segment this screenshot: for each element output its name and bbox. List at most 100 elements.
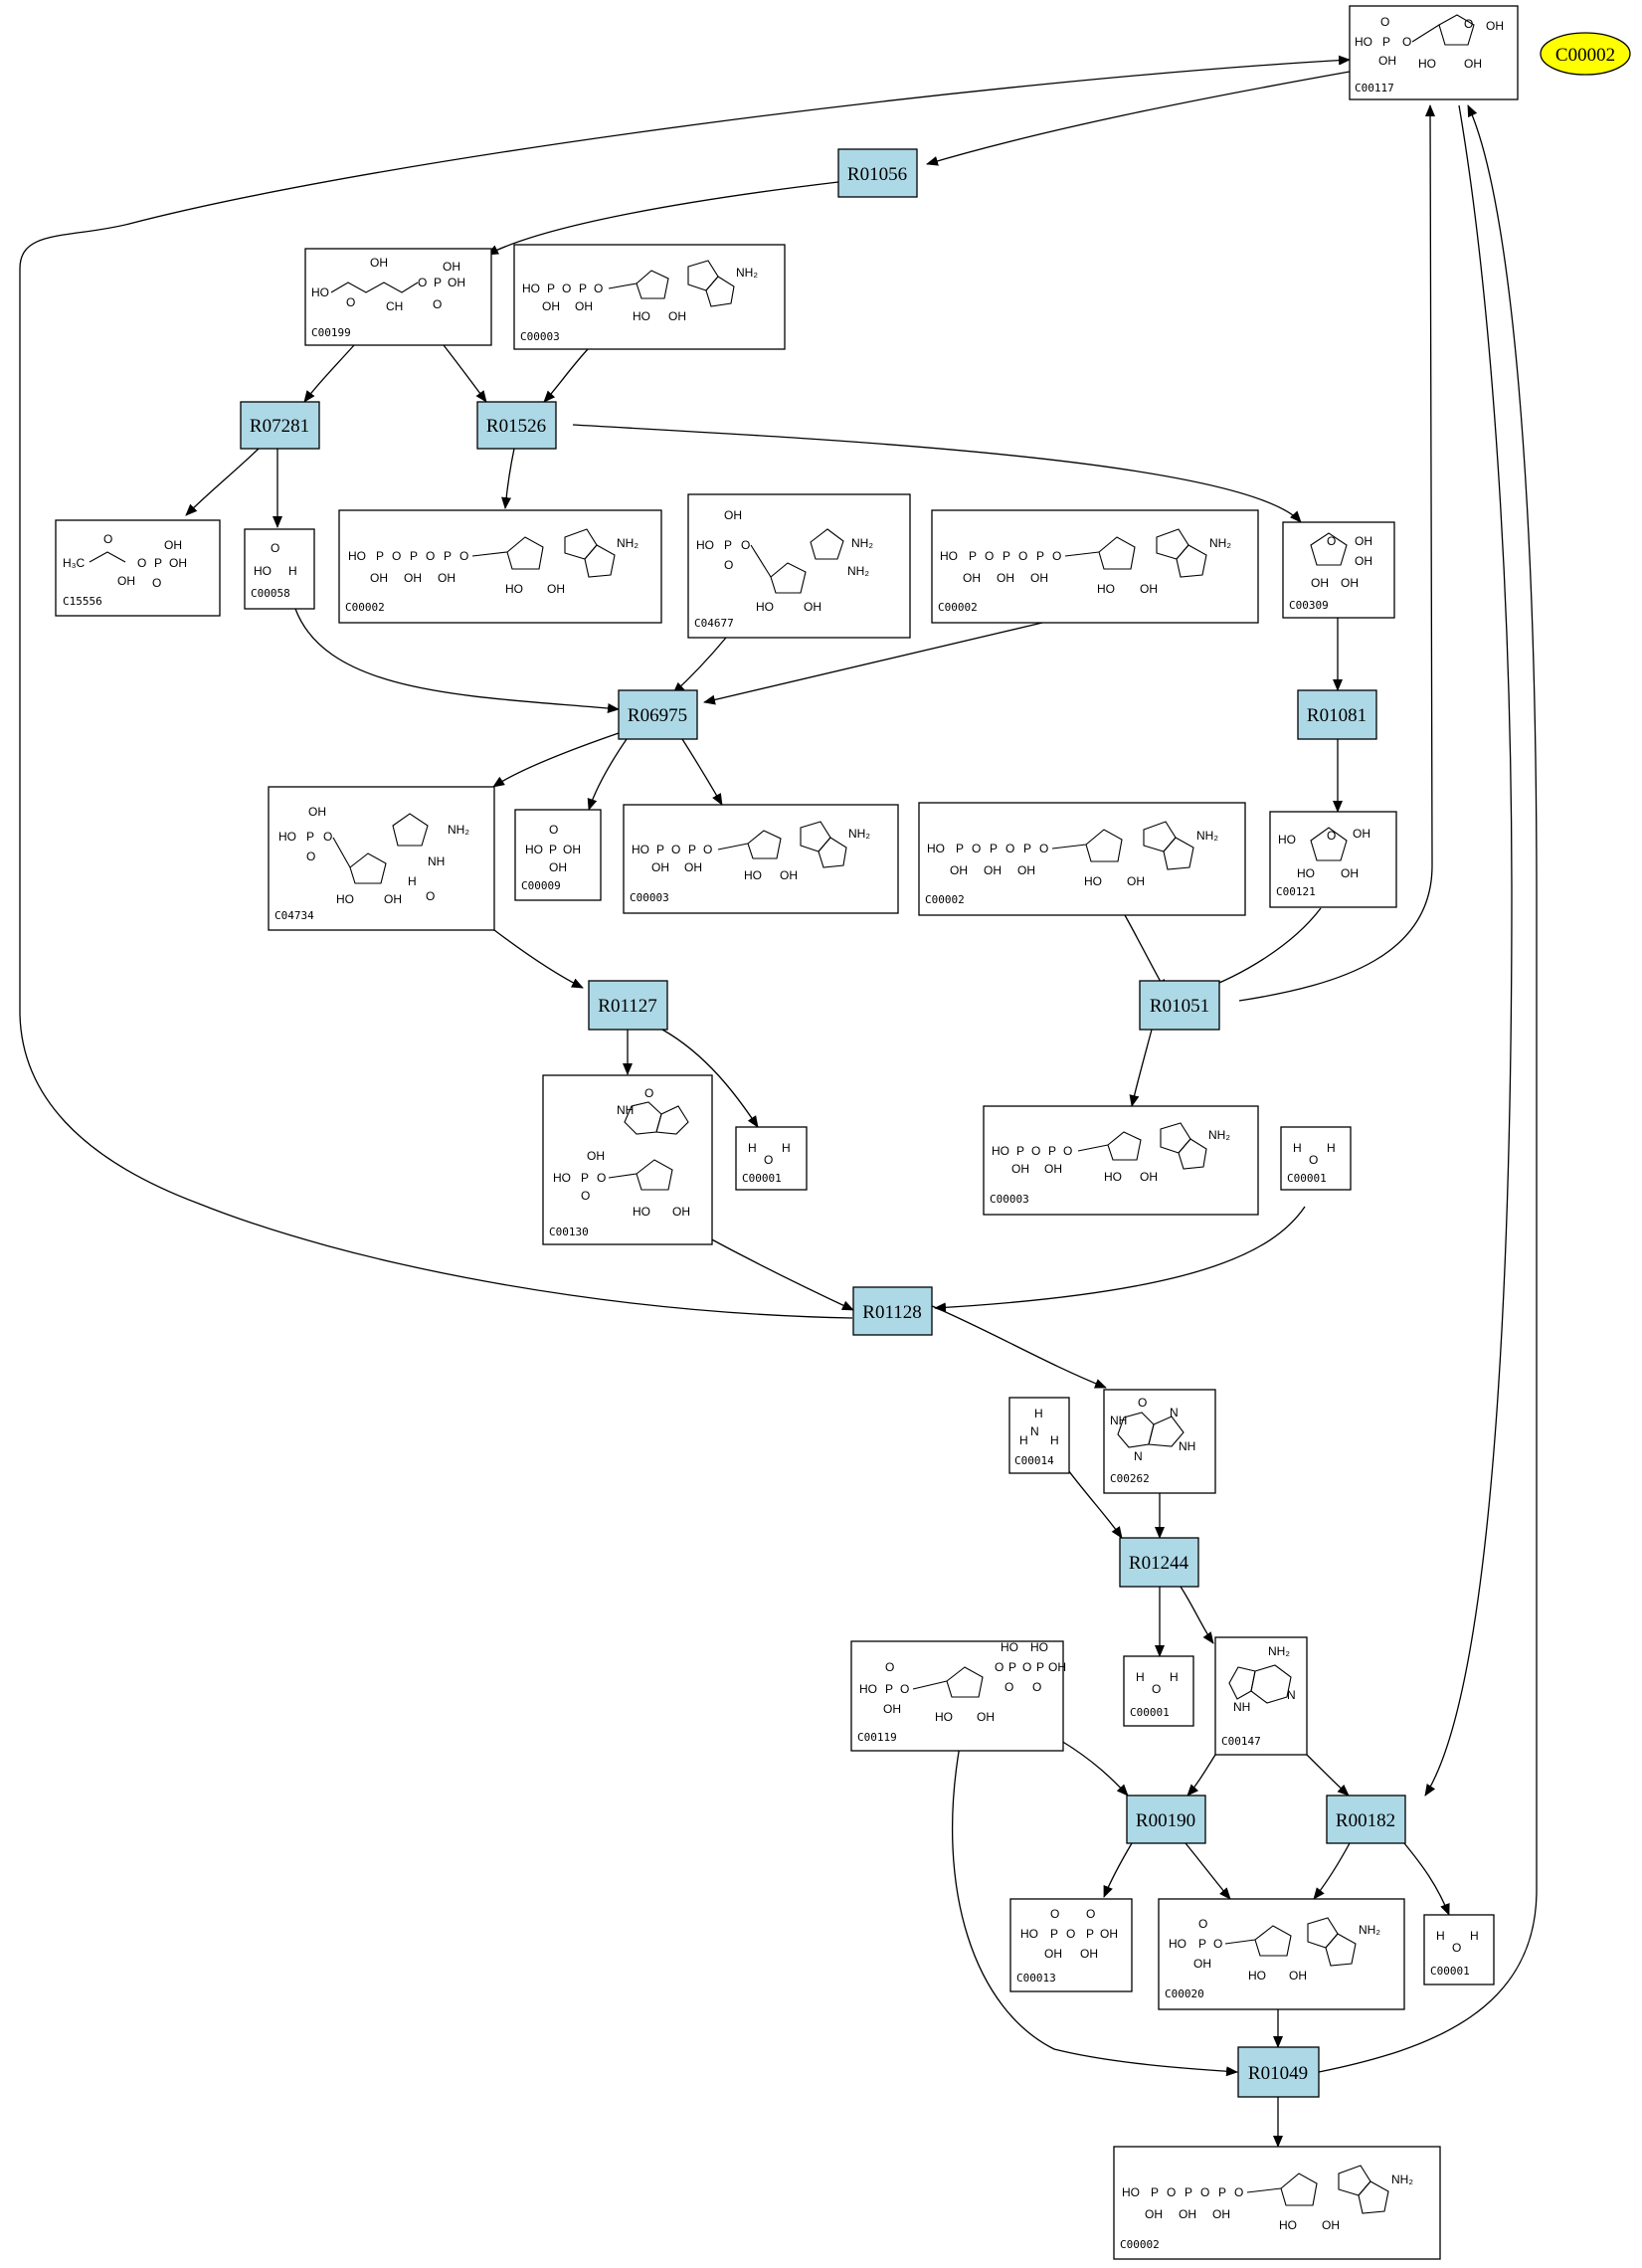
compound-c00262[interactable]: O NH N NH N C00262 xyxy=(1103,1389,1216,1494)
compound-c00003[interactable]: HO P O P O OH OH HO OH NH₂ C00003 xyxy=(623,804,899,914)
reaction-r01526[interactable]: R01526 xyxy=(476,401,557,450)
compound-c00119[interactable]: O HO P O OH HO OH O P O P OH HO HO O O C… xyxy=(850,1640,1066,1752)
svg-text:HO: HO xyxy=(1104,1170,1122,1184)
svg-text:C00003: C00003 xyxy=(520,330,560,343)
compound-c00001[interactable]: H O H C00001 xyxy=(1280,1126,1352,1191)
reaction-r00190[interactable]: R00190 xyxy=(1126,1795,1206,1844)
svg-text:O: O xyxy=(900,1682,909,1696)
edge xyxy=(703,622,1043,705)
svg-text:OH: OH xyxy=(1353,827,1370,841)
edge xyxy=(303,344,355,403)
svg-text:O: O xyxy=(1327,829,1336,843)
svg-text:C00262: C00262 xyxy=(1110,1472,1150,1485)
structure-drawing: H O H xyxy=(748,1141,791,1167)
svg-text:O: O xyxy=(1052,549,1061,563)
svg-text:O: O xyxy=(392,549,401,563)
svg-text:C00309: C00309 xyxy=(1289,599,1329,612)
highlight-compound-c00002[interactable]: C00002 xyxy=(1540,32,1631,76)
svg-text:HO: HO xyxy=(1097,582,1115,596)
compound-c00002[interactable]: HO P O P O P O OH OH OH HO OH NH₂ C00002 xyxy=(918,802,1246,916)
svg-text:O: O xyxy=(1380,15,1389,29)
svg-text:OH: OH xyxy=(1179,2207,1196,2221)
compound-c04734[interactable]: OH HO P O O HO OH NH₂ NH H O C04734 xyxy=(268,786,495,931)
compound-c00014[interactable]: H N H H C00014 xyxy=(1008,1397,1070,1474)
compound-c15556[interactable]: H₃C O OH O P OH OH O C15556 xyxy=(55,519,221,617)
compound-c00002[interactable]: HO P O P O P O OH OH OH HO OH NH₂ C00002 xyxy=(338,509,662,624)
compound-c00199[interactable]: HO OH O CH O P OH OH O C00199 xyxy=(304,248,492,346)
compound-c00309[interactable]: O OH OH OH OH C00309 xyxy=(1282,521,1395,619)
reaction-r01128[interactable]: R01128 xyxy=(852,1286,933,1336)
edge xyxy=(1313,1842,1351,1900)
svg-text:HO: HO xyxy=(1001,1640,1018,1654)
svg-text:O: O xyxy=(1234,2185,1243,2199)
compound-c00002[interactable]: HO P O P O P O OH OH OH HO OH NH₂ C00002 xyxy=(931,509,1259,624)
svg-text:O: O xyxy=(1022,1660,1031,1674)
structure-drawing: HO P O P O P O OH OH OH HO OH NH₂ xyxy=(940,528,1231,596)
reaction-r01244[interactable]: R01244 xyxy=(1119,1537,1199,1588)
svg-text:NH₂: NH₂ xyxy=(847,564,869,578)
compound-c00130[interactable]: O NH OH HO P O O HO OH C00130 xyxy=(542,1074,713,1245)
compound-c00001[interactable]: H O H C00001 xyxy=(1123,1655,1194,1727)
svg-text:O: O xyxy=(1152,1682,1161,1696)
compound-c00001[interactable]: H O H C00001 xyxy=(1423,1914,1495,1985)
svg-text:NH₂: NH₂ xyxy=(851,536,873,550)
structure-drawing: O O HO P O P OH OH OH xyxy=(1020,1907,1118,1961)
edge xyxy=(672,637,727,694)
structure-drawing: O NH N NH N xyxy=(1110,1396,1195,1463)
svg-text:O: O xyxy=(581,1189,590,1203)
reaction-r01056[interactable]: R01056 xyxy=(837,148,918,198)
svg-text:C00002: C00002 xyxy=(1120,2238,1160,2251)
structure-drawing: H O H xyxy=(1293,1141,1336,1167)
compound-c00147[interactable]: NH₂ NH N C00147 xyxy=(1214,1636,1308,1756)
compound-c00121[interactable]: O OH HO HO OH C00121 xyxy=(1269,811,1397,908)
compound-c00020[interactable]: O HO P O OH HO OH NH₂ C00020 xyxy=(1158,1898,1405,2010)
svg-text:HO: HO xyxy=(1020,1927,1038,1941)
svg-text:C00130: C00130 xyxy=(549,1226,589,1238)
svg-text:O: O xyxy=(1005,842,1014,855)
svg-text:H: H xyxy=(748,1141,757,1155)
svg-text:P: P xyxy=(688,843,696,856)
svg-text:H: H xyxy=(1019,1433,1028,1447)
svg-text:H: H xyxy=(1050,1433,1059,1447)
svg-text:P: P xyxy=(376,549,384,563)
reaction-r01051[interactable]: R01051 xyxy=(1139,980,1220,1031)
edge xyxy=(934,1206,1306,1313)
reaction-r00182[interactable]: R00182 xyxy=(1326,1795,1406,1844)
compound-c00003[interactable]: HO P O P O OH OH HO OH NH₂ C00003 xyxy=(983,1105,1259,1216)
reaction-r01081[interactable]: R01081 xyxy=(1297,689,1377,740)
svg-text:P: P xyxy=(434,276,442,289)
reaction-r07281[interactable]: R07281 xyxy=(240,401,320,450)
edge xyxy=(1124,914,1167,992)
svg-text:OH: OH xyxy=(1048,1660,1066,1674)
edge xyxy=(492,732,620,788)
svg-text:R01051: R01051 xyxy=(1150,996,1209,1017)
compound-c00013[interactable]: O O HO P O P OH OH OH C00013 xyxy=(1009,1898,1133,1992)
edge xyxy=(543,347,590,403)
edge xyxy=(1060,1740,1129,1796)
svg-text:P: P xyxy=(1023,842,1031,855)
compound-c00002[interactable]: HO P O P O P O OH OH OH HO OH NH₂ C00002 xyxy=(1113,2146,1441,2260)
svg-text:P: P xyxy=(1036,549,1044,563)
compound-c00009[interactable]: O HO P OH OH C00009 xyxy=(514,809,602,901)
svg-text:O: O xyxy=(985,549,994,563)
reaction-r06975[interactable]: R06975 xyxy=(618,689,698,740)
svg-text:P: P xyxy=(1185,2185,1192,2199)
svg-text:O: O xyxy=(972,842,981,855)
compound-c00058[interactable]: O HO H C00058 xyxy=(244,528,315,610)
svg-text:C00002: C00002 xyxy=(925,893,965,906)
svg-text:HO: HO xyxy=(278,830,296,844)
svg-text:O: O xyxy=(1167,2185,1176,2199)
compound-c04677[interactable]: OH HO P O O HO OH NH₂ NH₂ C04677 xyxy=(687,493,911,639)
reaction-r01127[interactable]: R01127 xyxy=(588,980,668,1031)
svg-text:H: H xyxy=(1436,1929,1445,1943)
svg-text:P: P xyxy=(1218,2185,1226,2199)
svg-text:R01244: R01244 xyxy=(1129,1553,1189,1574)
reaction-r01049[interactable]: R01049 xyxy=(1237,2046,1320,2098)
compound-c00003[interactable]: HO P O P O OH OH HO OH NH₂ C00003 xyxy=(513,244,786,350)
compound-c00001[interactable]: H O H C00001 xyxy=(735,1126,808,1191)
svg-text:OH: OH xyxy=(1341,576,1359,590)
edge xyxy=(294,608,620,713)
svg-text:R07281: R07281 xyxy=(250,416,309,437)
svg-text:O: O xyxy=(1198,1917,1207,1931)
compound-c00117[interactable]: HO P O OH O O OH HO OH C00117 xyxy=(1349,5,1519,100)
